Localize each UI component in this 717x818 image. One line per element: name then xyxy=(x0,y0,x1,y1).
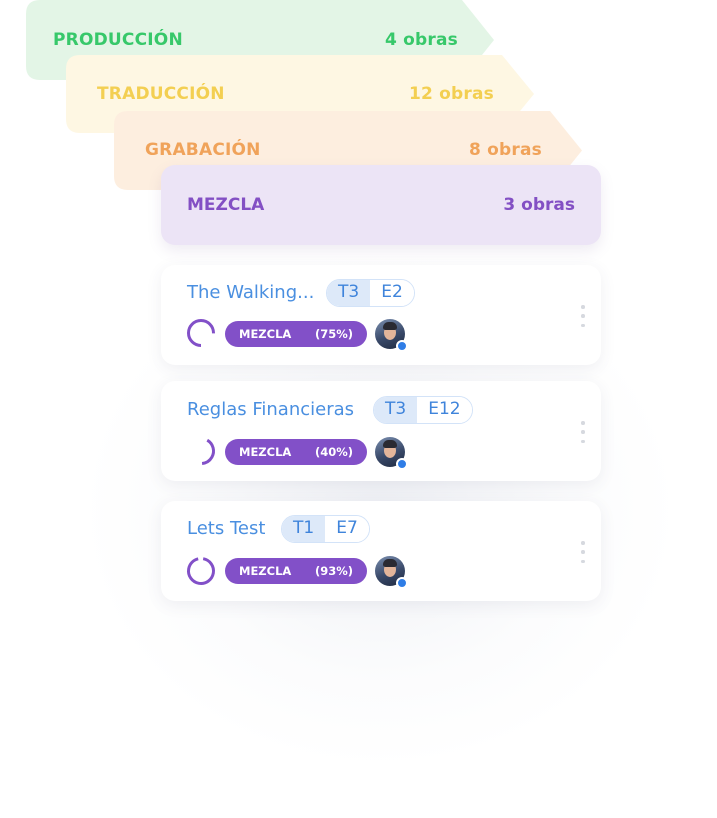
status-label: MEZCLA xyxy=(239,327,292,341)
stage-count: 12 obras xyxy=(409,84,494,104)
status-badge: MEZCLA (93%) xyxy=(225,558,367,584)
avatar-hair xyxy=(383,440,397,448)
stage-label: TRADUCCIÓN xyxy=(97,84,225,104)
avatar-hair xyxy=(383,322,397,330)
work-title[interactable]: Reglas Financieras xyxy=(187,399,355,420)
online-indicator xyxy=(396,340,408,352)
avatar[interactable] xyxy=(375,556,408,589)
season-label: T3 xyxy=(374,397,418,423)
stage-label: GRABACIÓN xyxy=(145,140,261,160)
episode-label: E2 xyxy=(370,280,414,306)
work-card[interactable]: The Walking... T3 E2 MEZCLA (75%) xyxy=(161,265,601,365)
progress-ring-icon xyxy=(187,319,215,347)
more-vertical-icon[interactable] xyxy=(579,305,587,327)
season-label: T1 xyxy=(282,516,326,542)
season-episode-pill: T3 E2 xyxy=(326,279,415,307)
status-progress: (93%) xyxy=(314,564,353,578)
status-progress: (75%) xyxy=(314,327,353,341)
avatar-hair xyxy=(383,559,397,567)
stage-count: 3 obras xyxy=(503,195,575,215)
online-indicator xyxy=(396,577,408,589)
work-card[interactable]: Reglas Financieras T3 E12 MEZCLA (40%) xyxy=(161,381,601,481)
episode-label: E12 xyxy=(417,397,472,423)
avatar[interactable] xyxy=(375,319,408,352)
avatar[interactable] xyxy=(375,437,408,470)
status-badge: MEZCLA (40%) xyxy=(225,439,367,465)
status-label: MEZCLA xyxy=(239,445,292,459)
stage-label: PRODUCCIÓN xyxy=(53,30,183,50)
season-label: T3 xyxy=(327,280,371,306)
more-vertical-icon[interactable] xyxy=(579,541,587,563)
stage-mezcla[interactable]: MEZCLA 3 obras xyxy=(161,165,601,245)
more-vertical-icon[interactable] xyxy=(579,421,587,443)
stage-label: MEZCLA xyxy=(187,195,265,215)
work-title[interactable]: The Walking... xyxy=(187,282,315,303)
online-indicator xyxy=(396,458,408,470)
status-badge: MEZCLA (75%) xyxy=(225,321,367,347)
season-episode-pill: T1 E7 xyxy=(281,515,370,543)
status-progress: (40%) xyxy=(314,445,353,459)
work-card[interactable]: Lets Test T1 E7 MEZCLA (93%) xyxy=(161,501,601,601)
season-episode-pill: T3 E12 xyxy=(373,396,473,424)
progress-ring-icon xyxy=(187,557,215,585)
status-label: MEZCLA xyxy=(239,564,292,578)
progress-ring-icon xyxy=(187,437,215,465)
work-title[interactable]: Lets Test xyxy=(187,518,266,539)
stage-count: 4 obras xyxy=(385,30,458,50)
stage-count: 8 obras xyxy=(469,140,542,160)
episode-label: E7 xyxy=(325,516,369,542)
